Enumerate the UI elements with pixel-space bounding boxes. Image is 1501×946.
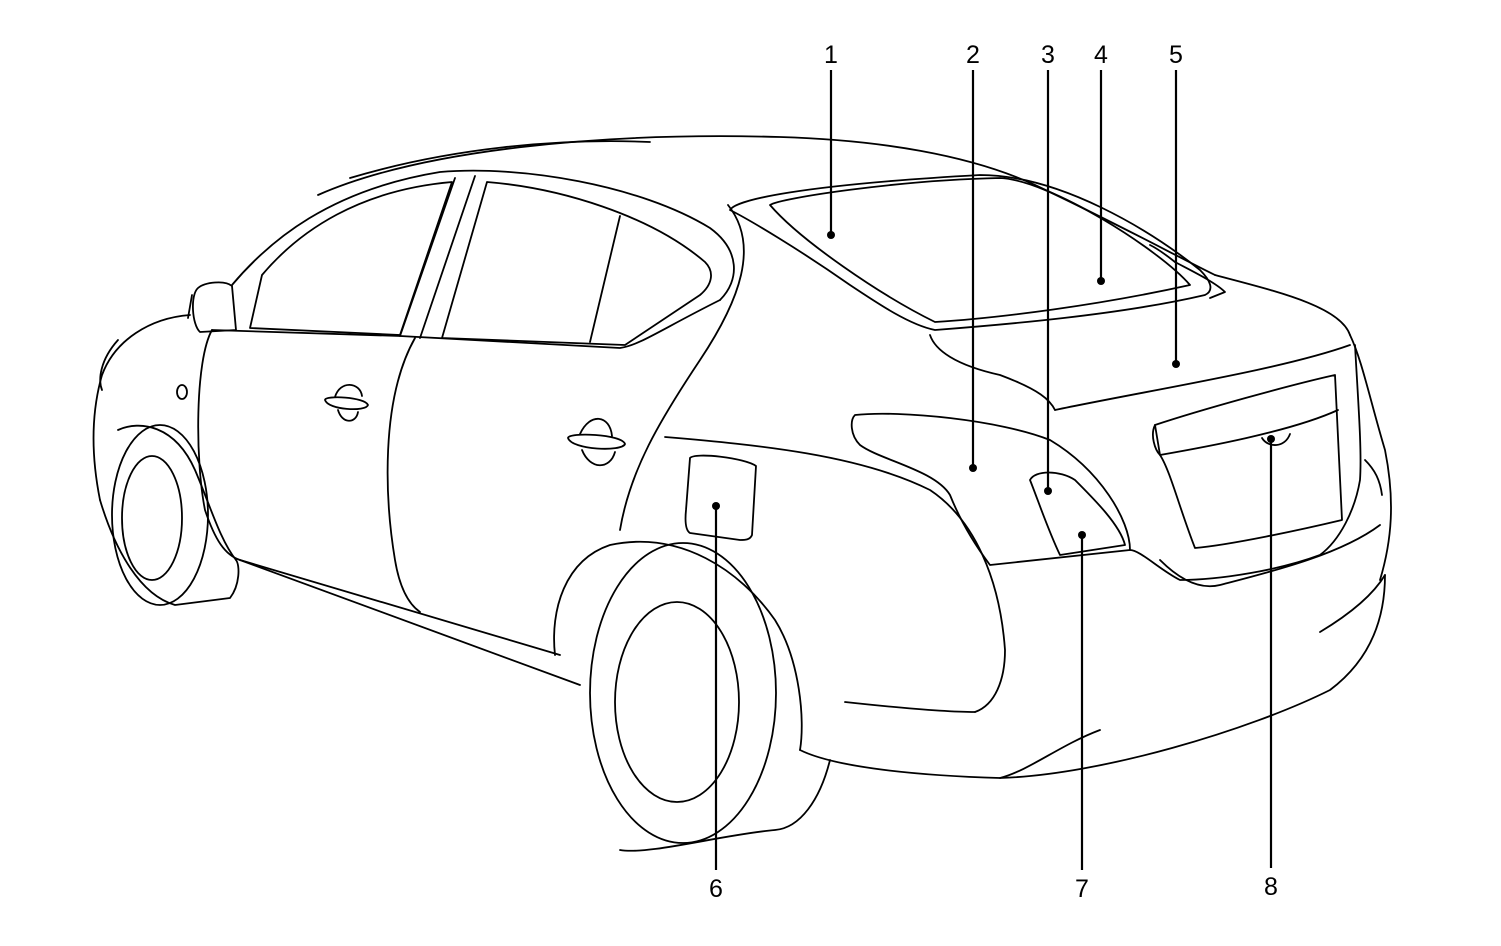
callout-5: 5 — [1169, 41, 1183, 368]
callout-2-label: 2 — [966, 41, 980, 69]
callout-7-label: 7 — [1075, 875, 1089, 903]
callout-3-label: 3 — [1041, 41, 1055, 69]
callout-5-label: 5 — [1169, 41, 1183, 69]
callout-3: 3 — [1041, 41, 1055, 495]
callout-6-label: 6 — [709, 875, 723, 903]
callout-7: 7 — [1075, 531, 1089, 903]
callout-1: 1 — [824, 41, 838, 239]
callout-6: 6 — [709, 502, 723, 903]
car-outline — [92, 135, 1392, 852]
callout-4: 4 — [1094, 41, 1108, 285]
callout-4-label: 4 — [1094, 41, 1108, 69]
callout-8-label: 8 — [1264, 873, 1278, 901]
callout-8: 8 — [1264, 435, 1278, 901]
callout-2: 2 — [966, 41, 980, 472]
callout-1-label: 1 — [824, 41, 838, 69]
